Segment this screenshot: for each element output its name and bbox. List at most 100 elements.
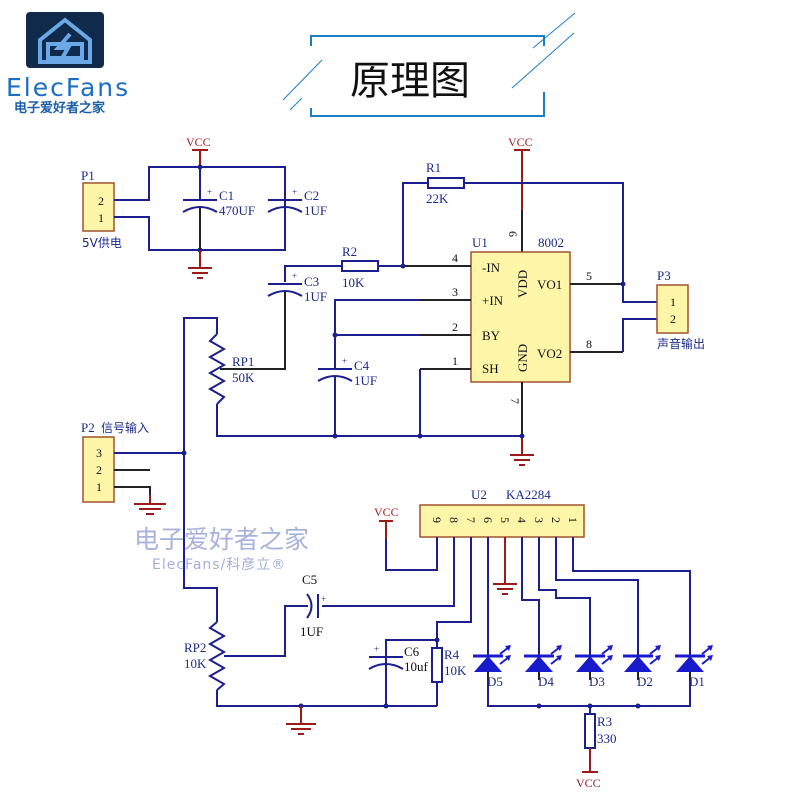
c2-value: 1UF [304,203,327,218]
svg-text:+: + [292,271,297,281]
c1-value: 470UF [219,203,255,218]
u1-pin-number: 1 [452,354,458,368]
u1-pin-name: +IN [482,293,504,308]
u1-pin-name: -IN [482,260,501,275]
p3-pin: 2 [670,312,676,326]
c6-ref: C6 [404,644,420,659]
u1-pin-number: 5 [586,269,592,283]
u2-pin-number: 7 [464,517,478,523]
p2-desc: 信号输入 [101,420,149,435]
led-d4: D4 [524,645,562,689]
u2-pin-number: 2 [549,517,563,523]
input-section: P2 信号输入 3 2 1 [81,420,218,610]
vcc-label: VCC [374,505,399,519]
u2-part: KA2284 [506,487,551,502]
u1-pin-name: VO1 [537,277,562,292]
p1-pin: 2 [98,194,104,208]
led-label: D3 [589,674,605,689]
p2-pin: 2 [96,463,102,477]
amplifier-section: VCC 6 R1 22K U1 8002 -IN +IN BY SH VO1 V… [183,135,705,466]
resistor-r3 [584,713,596,749]
svg-text:+: + [342,356,347,366]
ground-symbol [134,495,166,515]
rp1-value: 50K [232,370,255,385]
u2-ref: U2 [471,487,487,502]
p2-pin: 3 [96,446,102,460]
u1-pin-number: 6 [506,231,520,237]
c5-ref: C5 [302,572,317,587]
ground-symbol [493,583,517,595]
r1-value: 22K [426,191,449,206]
connector-p3 [656,284,689,334]
led-d2: D2 [623,645,661,689]
potentiometer-rp2: RP2 10K [184,605,437,707]
resistor-r4 [431,647,443,683]
u2-pin-number: 5 [498,517,512,523]
vcc-label: VCC [186,135,211,149]
r4-ref: R4 [444,647,460,662]
power-section: P1 2 1 5V供电 VCC + C1 470UF + C2 1UF [81,135,327,279]
c6-value: 10uf [404,659,429,674]
svg-text:+: + [321,594,326,604]
r3-ref: R3 [597,714,612,729]
c1-ref: C1 [219,188,234,203]
led-label: D1 [689,674,705,689]
led-label: D5 [487,674,503,689]
capacitor-c1: + C1 470UF [182,167,255,250]
c5-value: 1UF [300,624,323,639]
u1-pin-number: 7 [508,398,522,404]
resistor-r1 [427,177,465,189]
r1-ref: R1 [426,160,441,175]
u1-pin-name: SH [482,361,499,376]
u1-ref: U1 [472,235,488,250]
svg-text:+: + [292,187,297,197]
u2-pin-number: 3 [532,517,546,523]
p2-pin: 1 [96,480,102,494]
brand-subtitle: 电子爱好者之家 [14,100,106,116]
capacitor-c4: + C4 1UF [317,353,377,436]
p3-ref: P3 [657,268,671,283]
led-d3: D3 [575,645,613,689]
led-label: D4 [538,674,554,689]
ground-symbol [188,250,212,279]
u2-pin-number: 9 [430,517,444,523]
u1-part: 8002 [538,235,564,250]
c4-value: 1UF [354,373,377,388]
u1-pin-number: 2 [452,320,458,334]
vcc-label: VCC [576,776,601,790]
u1-pin-name: BY [482,328,501,343]
p1-ref: P1 [81,168,95,183]
u1-pin-number: 8 [586,337,592,351]
u1-pin-number: 3 [452,285,458,299]
r2-ref: R2 [342,244,357,259]
p1-desc: 5V供电 [82,236,122,250]
p3-desc: 声音输出 [657,336,705,351]
ground-symbol [286,706,316,735]
p2-ref: P2 [81,420,95,435]
u1-pin-name: VO2 [537,346,562,361]
svg-text:+: + [207,187,212,197]
led-label: D2 [637,674,653,689]
title-frame: 原理图 [282,12,576,117]
watermark-line1: 电子爱好者之家 [134,525,309,554]
resistor-r2 [341,260,379,272]
u2-pin-number: 1 [566,517,580,523]
c4-ref: C4 [354,358,370,373]
u1-pin-number: 4 [452,251,458,265]
u2-pin-number: 6 [481,517,495,523]
p1-pin: 1 [98,211,104,225]
ic-u2 [419,504,585,538]
led-d5: D5 [473,645,511,689]
logo: ElecFans 电子爱好者之家 [6,12,128,116]
watermark-line2: ElecFans/科彦立® [152,557,286,573]
sensitivity-section: RP2 10K C5 + 1UF + C6 10uf R4 10K [184,572,467,735]
rp2-value: 10K [184,656,207,671]
ground-symbol [510,436,534,466]
capacitor-c6: + C6 10uf [368,639,437,706]
ic-u1 [470,251,571,383]
u1-gnd-label: GND [515,344,530,372]
capacitor-c2: + C2 1UF [267,167,327,218]
